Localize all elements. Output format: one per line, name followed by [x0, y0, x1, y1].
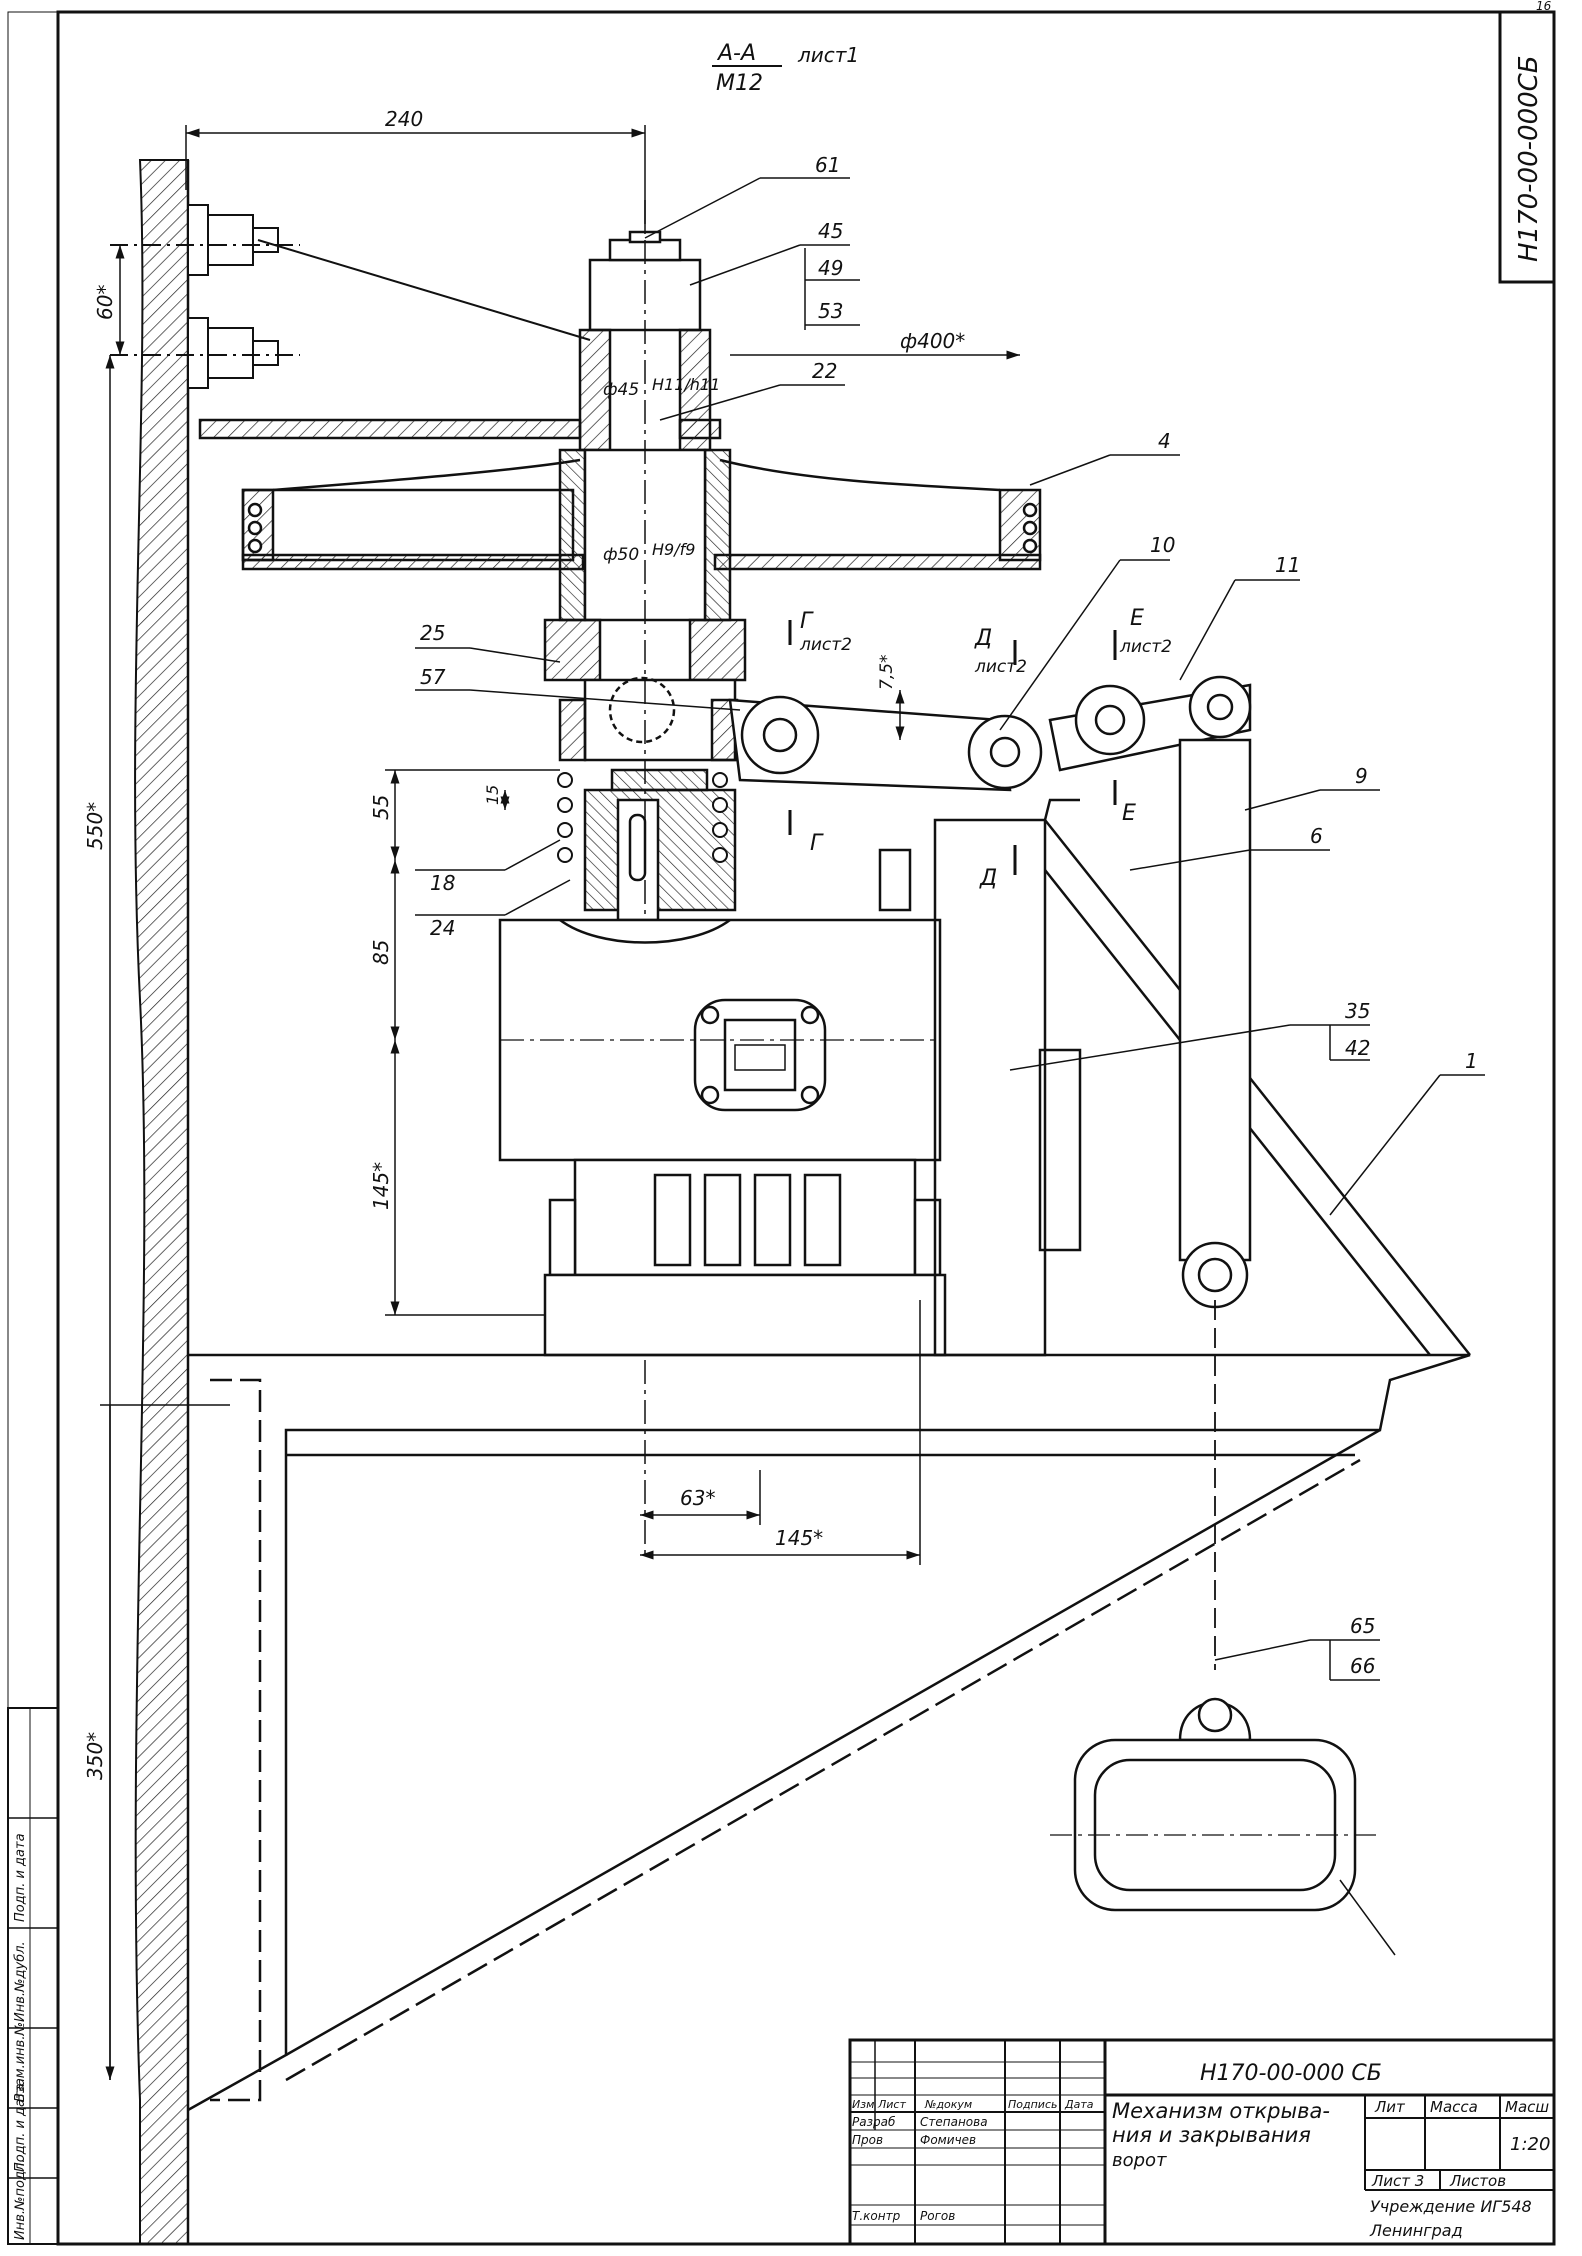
dim-50: ф50 — [603, 545, 639, 565]
dim-145v: 145* — [369, 1162, 393, 1210]
drawing-number-box: Н170-00-000СБ 16 — [1498, 0, 1556, 284]
sheets-label: Листов — [1449, 2172, 1506, 2190]
pos-53: 53 — [818, 299, 843, 323]
section-sheet-ref: лист1 — [797, 43, 859, 67]
pos-57: 57 — [420, 665, 446, 689]
pos-9: 9 — [1355, 764, 1368, 788]
title-line-3: ворот — [1112, 2150, 1167, 2171]
col-ndoc: №докум — [924, 2098, 972, 2111]
section-view-title: А-А М12 лист1 — [712, 41, 859, 96]
section-e-sheet: лист2 — [1119, 637, 1172, 657]
pos-45: 45 — [818, 219, 843, 243]
leader-lines — [415, 177, 1485, 1681]
side-stamp-label: Подп. и дата — [13, 2083, 28, 2172]
section-g-label: Г — [800, 609, 814, 634]
side-stamp — [7, 1707, 59, 2245]
section-d-label-2: Д — [979, 866, 997, 891]
section-d-label: Д — [974, 626, 992, 651]
col-list: Лист — [877, 2098, 906, 2111]
dim-400: ф400* — [900, 329, 965, 353]
anchor-bolts — [110, 204, 300, 389]
pos-6: 6 — [1310, 824, 1323, 848]
title-block-texts: Н170-00-000 СБ Механизм открыва- ния и з… — [852, 2061, 1550, 2240]
row-prov: Пров — [852, 2133, 883, 2147]
side-stamp-label: Инв.№подл. — [13, 2159, 28, 2240]
dim-45: ф45 — [603, 380, 639, 400]
section-title: А-А — [716, 41, 756, 66]
lower-bracket — [241, 458, 1042, 571]
section-scale: М12 — [716, 71, 763, 96]
pos-1: 1 — [1465, 1049, 1478, 1073]
frame-6 — [878, 798, 1471, 1357]
dim-55: 55 — [369, 795, 393, 820]
row-razrab: Разраб — [852, 2115, 896, 2129]
section-e-label: Е — [1130, 606, 1144, 631]
pos-49: 49 — [818, 256, 843, 280]
pos-18: 18 — [430, 871, 455, 895]
pos-66: 66 — [1350, 1654, 1375, 1678]
dimension-texts: 240 60* 550* 350* ф400* ф45 Н11/h11 ф50 … — [83, 107, 965, 1780]
section-g-label-2: Г — [810, 831, 824, 856]
row-tkontr: Т.контр — [852, 2209, 901, 2223]
col-date: Дата — [1064, 2098, 1094, 2111]
dim-550: 550* — [83, 802, 107, 850]
drawing-number-vertical: Н170-00-000СБ — [1514, 55, 1544, 262]
pos-42: 42 — [1345, 1036, 1370, 1060]
pos-10: 10 — [1150, 533, 1175, 557]
dim-15: 15 — [483, 785, 502, 805]
springs — [557, 772, 728, 863]
scale-header: Масш — [1505, 2098, 1549, 2116]
title-block — [848, 2038, 1556, 2246]
dim-350: 350* — [83, 1732, 107, 1780]
org-line-2: Ленинград — [1369, 2221, 1463, 2240]
title-line-1: Механизм открыва- — [1112, 2099, 1330, 2123]
section-d-sheet: лист2 — [974, 657, 1027, 677]
dim-7-5: 7,5* — [877, 654, 897, 690]
mass-header: Масса — [1430, 2098, 1478, 2116]
position-labels: 61 45 49 53 22 4 10 11 25 57 9 6 18 24 3… — [420, 153, 1478, 1678]
sheet-label: Лист 3 — [1371, 2172, 1424, 2190]
section-e-label-2: Е — [1122, 801, 1136, 826]
dim-240: 240 — [385, 107, 423, 131]
wall — [134, 159, 190, 2245]
row-tkontr-name: Рогов — [920, 2209, 955, 2223]
fit-top: Н11/h11 — [652, 375, 720, 394]
pos-61: 61 — [815, 153, 840, 177]
row-razrab-name: Степанова — [920, 2115, 988, 2129]
row-prov-name: Фомичев — [920, 2133, 976, 2147]
doc-number: Н170-00-000 СБ — [1200, 2061, 1382, 2086]
pos-25: 25 — [420, 621, 445, 645]
section-markers: Г лист2 Г Д лист2 Д Е лист2 Е — [788, 606, 1172, 891]
col-podp: Подпись — [1008, 2098, 1057, 2111]
dim-145h: 145* — [775, 1526, 823, 1550]
pos-65: 65 — [1350, 1614, 1375, 1638]
pos-4: 4 — [1158, 429, 1171, 453]
gear-reducer — [498, 918, 947, 1357]
lever-system — [728, 675, 1252, 1670]
dim-63: 63* — [680, 1486, 715, 1510]
side-stamp-labels: Инв.№подл. Подп. и дата Взам.инв.№ Инв.№… — [13, 1833, 28, 2240]
scale-value: 1:20 — [1510, 2134, 1550, 2155]
side-stamp-label: Подп. и дата — [13, 1833, 28, 1922]
pos-24: 24 — [430, 916, 455, 940]
page-mark: 16 — [1536, 0, 1552, 13]
fit-mid: Н9/f9 — [652, 540, 695, 559]
support-bracket — [187, 1353, 1471, 2112]
side-stamp-label: Взам.инв.№ — [13, 2022, 28, 2102]
lit-header: Лит — [1374, 2098, 1406, 2116]
pos-22: 22 — [812, 359, 837, 383]
drawing-frame — [7, 10, 1556, 2246]
dimension-lines — [100, 125, 1020, 2080]
dim-85: 85 — [369, 940, 393, 965]
pos-11: 11 — [1275, 553, 1300, 577]
counterweight — [1050, 1697, 1396, 1956]
col-izm: Изм — [852, 2098, 874, 2111]
side-stamp-label: Инв.№дубл. — [13, 1941, 28, 2022]
org-line-1: Учреждение ИГ548 — [1370, 2197, 1532, 2216]
title-line-2: ния и закрывания — [1112, 2123, 1311, 2147]
pos-35: 35 — [1345, 999, 1370, 1023]
dim-60: 60* — [93, 285, 117, 320]
section-g-sheet: лист2 — [799, 635, 852, 655]
